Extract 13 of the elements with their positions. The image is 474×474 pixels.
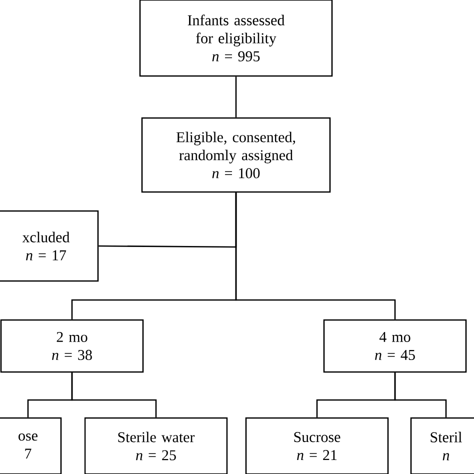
flow-box: Infants assessed for eligibility n = 995 xyxy=(139,0,333,77)
flow-box: Sterile water n = 25 xyxy=(84,417,228,474)
connector-line xyxy=(71,372,157,418)
connector-line xyxy=(235,192,396,320)
flow-box: ose 7 xyxy=(0,417,62,474)
flow-box: 2 mo n = 38 xyxy=(0,319,144,373)
flow-box: Steril n xyxy=(410,417,474,474)
connector-line xyxy=(235,76,237,118)
connector-line xyxy=(394,372,447,418)
flow-box: Sucrose n = 21 xyxy=(245,417,389,474)
flow-box: Eligible, consented, randomly assigned n = 100 xyxy=(141,117,331,193)
flow-box: 4 mo n = 45 xyxy=(323,319,467,373)
flow-box: xcluded n = 17 xyxy=(0,210,99,282)
